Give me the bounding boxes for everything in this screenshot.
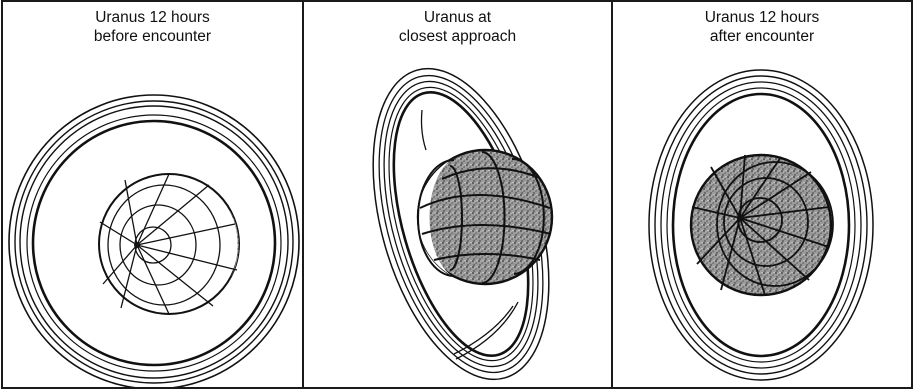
- panel-after-encounter: Uranus 12 hours after encounter: [611, 0, 913, 389]
- planet-before: [99, 174, 239, 314]
- panel-before-encounter: Uranus 12 hours before encounter: [1, 0, 304, 389]
- uranus-before-illustration: [3, 2, 303, 387]
- uranus-closest-illustration: [304, 2, 611, 387]
- planet-after: [691, 155, 833, 295]
- planet-closest: [418, 150, 552, 284]
- uranus-after-illustration: [613, 2, 911, 387]
- panel-closest-approach: Uranus at closest approach: [302, 0, 613, 389]
